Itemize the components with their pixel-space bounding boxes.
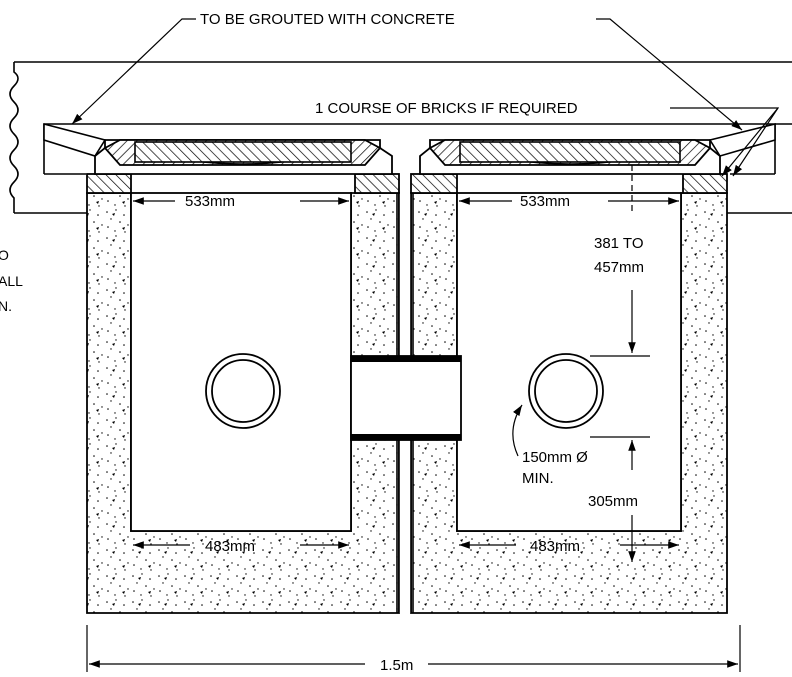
- pipe-diameter-label-2: MIN.: [522, 470, 554, 487]
- dim-overall: [86, 625, 741, 672]
- grout-leader: [71, 18, 743, 131]
- left-grating: [94, 139, 393, 175]
- cut-off-text-1: O: [0, 247, 9, 263]
- right-grating: [419, 139, 721, 175]
- cut-off-text-2: ALL: [0, 273, 23, 289]
- grouted-label: TO BE GROUTED WITH CONCRETE: [200, 11, 455, 28]
- bricks-leader: [670, 107, 780, 177]
- opening-width-right-label: 533mm: [520, 193, 570, 210]
- base-width-left-label: 483mm: [205, 538, 255, 555]
- pipe-diameter-label-1: 150mm Ø: [522, 449, 588, 466]
- bricks-course-label: 1 COURSE OF BRICKS IF REQUIRED: [315, 100, 578, 117]
- pipe-height-label: 305mm: [588, 493, 638, 510]
- depth-range-label-2: 457mm: [594, 259, 644, 276]
- opening-width-left-label: 533mm: [185, 193, 235, 210]
- left-outlet-pipe: [205, 353, 281, 429]
- overall-width-label: 1.5m: [380, 657, 413, 674]
- depth-range-label-1: 381 TO: [594, 235, 643, 252]
- right-outlet-pipe: [528, 353, 604, 429]
- brick-course: [86, 173, 728, 194]
- pipe-diameter-leader: [512, 404, 523, 457]
- base-width-right-label: 483mm: [530, 538, 580, 555]
- dim-depth: [590, 165, 650, 438]
- cut-off-text-3: N.: [0, 298, 12, 314]
- connecting-pipe: [350, 355, 462, 441]
- left-grout-wedge: [43, 122, 107, 157]
